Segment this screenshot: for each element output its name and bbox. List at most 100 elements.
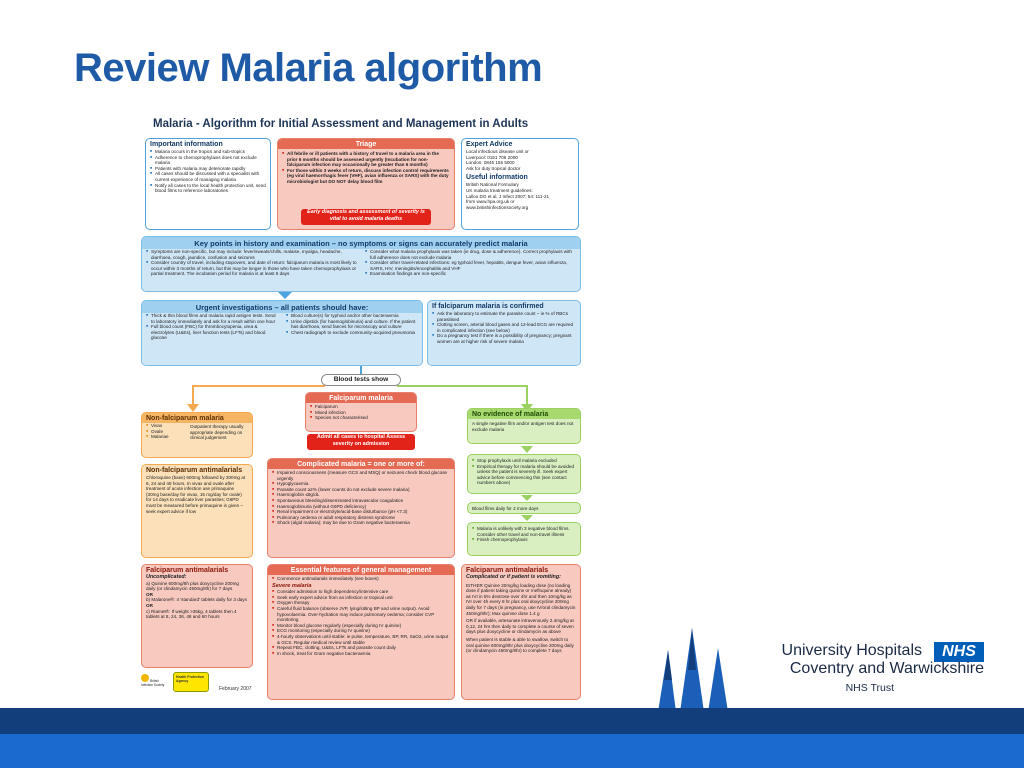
trust-branding: University Hospitals NHS Coventry and Wa… <box>684 638 984 694</box>
falciparum-confirmed-list: Ask the laboratory to estimate the paras… <box>428 311 580 347</box>
slide-title: Review Malaria algorithm <box>74 46 543 90</box>
falc-line: c) Riamet®: If weight >35kg, 4 tablets t… <box>146 608 237 620</box>
urgent-col2-list: Blood culture(s) for typhoid and/or othe… <box>282 313 422 343</box>
list-item: Examination findings are non-specific <box>365 271 576 277</box>
list-item: Vivax <box>146 423 182 429</box>
list-item: Urine dipstick (for haemoglobinuria) and… <box>286 319 418 330</box>
footer-band-dark <box>0 708 1024 734</box>
list-item: Consider country of travel, including st… <box>146 260 357 277</box>
arrow-down-icon <box>278 292 292 299</box>
useful-line: British National Formulary <box>466 182 519 188</box>
list-item: Thick & thin blood films and malaria rap… <box>146 313 278 324</box>
list-item: Notify all cases to the local health pro… <box>150 183 266 194</box>
complicated-text: When patient is stable & able to swallow… <box>466 636 574 654</box>
no-evidence-text: A single negative film and/or antigen te… <box>472 421 574 432</box>
list-item: Parasite count ≥2% (lower counts do not … <box>272 487 450 493</box>
key-points-heading: Key points in history and examination – … <box>142 237 580 249</box>
urgent-investigations-heading: Urgent investigations – all patients sho… <box>142 301 422 313</box>
list-item: Ask the laboratory to estimate the paras… <box>432 311 576 322</box>
falc-line: OR <box>146 591 153 597</box>
severe-malaria-heading: Severe malaria <box>272 582 312 589</box>
no-evidence-box: No evidence of malaria A single negative… <box>467 408 581 444</box>
blood-tests-show-label: Blood tests show <box>321 374 401 386</box>
triage-list: All febrile or ill patients with a histo… <box>278 149 454 187</box>
list-item: Species not characterised <box>310 415 412 421</box>
list-item: Empirical therapy for malaria should be … <box>472 464 576 486</box>
complicated-antimalarials-subheading: Complicated or if patient is vomiting: <box>466 574 561 580</box>
complicated-text: EITHER Quinine 20mg/kg loading dose (no … <box>466 582 576 616</box>
no-evidence-actions-list: Stop prophylaxis until malaria excluded … <box>468 455 580 488</box>
list-item: Haemoglobinuria (without G6PD deficiency… <box>272 504 450 510</box>
list-item: Symptoms are non-specific, but may inclu… <box>146 249 357 260</box>
non-falc-antimalarials-text: Chloroquine (base) 600mg followed by 300… <box>146 475 246 514</box>
non-falciparum-text: Outpatient therapy usually appropriate d… <box>190 424 244 441</box>
expert-line: Liverpool: 0151 706 2000 <box>466 154 518 160</box>
list-item: Mixed infection <box>310 410 412 416</box>
list-item: Impaired consciousness (measure GCS and … <box>272 470 450 481</box>
list-item: For those within 3 weeks of return, disc… <box>282 168 450 185</box>
useful-line: www.britishinfectionsociety.org <box>466 204 529 210</box>
falciparum-confirmed-box: If falciparum malaria is confirmed Ask t… <box>427 300 581 366</box>
cathedral-spires-icon <box>658 628 728 712</box>
complicated-malaria-heading: Complicated malaria = one or more of: <box>268 459 454 469</box>
expert-advice-heading: Expert Advice <box>466 141 513 148</box>
list-item: Shock (algid malaria); may be due to Gra… <box>272 520 450 526</box>
falc-line: a) Quinine 600mg/8h plus doxycycline 200… <box>146 580 239 592</box>
repeat-films-text: Blood films daily for 2 more days <box>472 506 539 511</box>
important-info-list: Malaria occurs in the tropics and sub-tr… <box>146 149 270 196</box>
list-item: Consider what malaria prophylaxis was ta… <box>365 249 576 260</box>
brand-line-1: University Hospitals <box>781 642 922 659</box>
falc-antimalarials-subheading: Uncomplicated: <box>146 574 187 580</box>
complicated-antimalarials-heading: Falciparum antimalarials <box>466 567 549 574</box>
falciparum-list: Falciparum Mixed infection Species not c… <box>306 403 416 423</box>
falc-line: OR <box>146 602 153 608</box>
list-item: Blood culture(s) for typhoid and/or othe… <box>286 313 418 319</box>
important-info-heading: Important information <box>150 141 223 148</box>
no-evidence-heading: No evidence of malaria <box>468 409 580 419</box>
useful-line: Lalloo DG et al, J Infect 2007; 54: 111-… <box>466 193 550 199</box>
list-item: Malariae <box>146 434 182 440</box>
list-item: Finish chemoprophylaxis <box>472 537 576 543</box>
urgent-col1-list: Thick & thin blood films and malaria rap… <box>142 313 282 343</box>
list-item: Ovale <box>146 429 182 435</box>
key-points-left-list: Symptoms are non-specific, but may inclu… <box>142 249 361 279</box>
green-arrows <box>521 446 533 521</box>
non-falciparum-heading: Non-falciparum malaria <box>142 413 252 423</box>
complicated-antimalarials-box: Falciparum antimalarials Complicated or … <box>461 564 581 700</box>
list-item: Adherence to chemoprophylaxis does not e… <box>150 155 266 166</box>
falciparum-confirmed-heading: If falciparum malaria is confirmed <box>432 303 544 310</box>
useful-info-heading: Useful information <box>466 174 528 182</box>
list-item: Hypoglycaemia <box>272 481 450 487</box>
useful-line: UK malaria treatment guidelines: <box>466 187 533 193</box>
list-item: Haemoglobin ≤8g/dL <box>272 492 450 498</box>
list-item: Spontaneous bleeding/disseminated intrav… <box>272 498 450 504</box>
essential-features-box: Essential features of general management… <box>267 564 455 700</box>
hpa-logo: Health Protection Agency <box>173 672 209 692</box>
expert-line: Ask for duty tropical doctor <box>466 165 521 171</box>
list-item: All febrile or ill patients with a histo… <box>282 151 450 168</box>
list-item: 4-hourly observations until stable: ie p… <box>272 634 450 645</box>
hpa-logo-text: Health Protection Agency <box>176 675 205 684</box>
falciparum-heading: Falciparum malaria <box>306 393 416 403</box>
nhs-logo: NHS <box>934 642 984 662</box>
list-item: Stop prophylaxis until malaria excluded <box>472 458 576 464</box>
falc-antimalarials-box: Falciparum antimalarials Uncomplicated: … <box>141 564 253 668</box>
expert-line: London: 0845 155 5000 <box>466 160 515 166</box>
expert-advice-box: Expert Advice Local infectious disease u… <box>461 138 579 230</box>
list-item: Pulmonary oedema or adult respiratory di… <box>272 515 450 521</box>
list-item: Patients with malaria may deteriorate ra… <box>150 166 266 172</box>
list-item: In shock, treat for Gram negative bacter… <box>272 651 450 657</box>
list-item: Oxygen therapy <box>272 600 450 606</box>
poster-title: Malaria - Algorithm for Initial Assessme… <box>153 118 529 130</box>
expert-line: Local infectious disease unit or <box>466 149 529 154</box>
list-item: Clotting screen, arterial blood gases an… <box>432 322 576 333</box>
list-item: Malaria is unlikely with 3 negative bloo… <box>472 526 576 537</box>
list-item: Falciparum <box>310 404 412 410</box>
list-item: Consider admission to high dependency/in… <box>272 589 450 595</box>
list-item: Careful fluid balance (observe JVP, lyin… <box>272 606 450 623</box>
list-item: Seek early expert advice from an infecti… <box>272 595 450 601</box>
urgent-investigations-box: Urgent investigations – all patients sho… <box>141 300 423 366</box>
non-falc-antimalarials-heading: Non-falciparum antimalarials <box>146 467 243 474</box>
list-item: Full blood count (FBC) for thrombocytope… <box>146 324 278 341</box>
no-evidence-final-list: Malaria is unlikely with 3 negative bloo… <box>468 523 580 545</box>
